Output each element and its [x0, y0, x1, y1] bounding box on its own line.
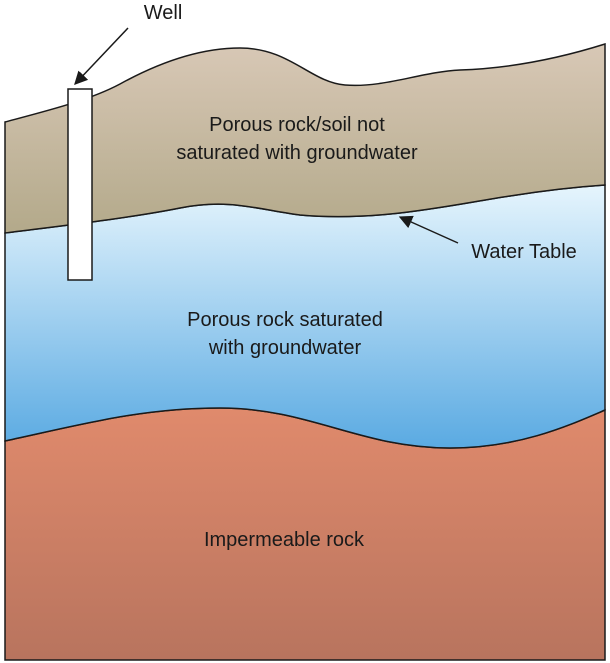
well-arrow [74, 27, 129, 85]
unsaturated-soil-layer [4, 42, 606, 234]
well-shaft [67, 88, 93, 281]
well-label: Well [144, 2, 183, 24]
saturated-label-line2: with groundwater [208, 337, 362, 359]
water-table-arrow [398, 215, 459, 244]
impermeable-label: Impermeable rock [204, 529, 365, 551]
water-table-label: Water Table [471, 241, 577, 263]
unsaturated-label-line1: Porous rock/soil not [209, 114, 385, 136]
saturated-label-line1: Porous rock saturated [187, 309, 383, 331]
unsaturated-label-line2: saturated with groundwater [176, 142, 418, 164]
